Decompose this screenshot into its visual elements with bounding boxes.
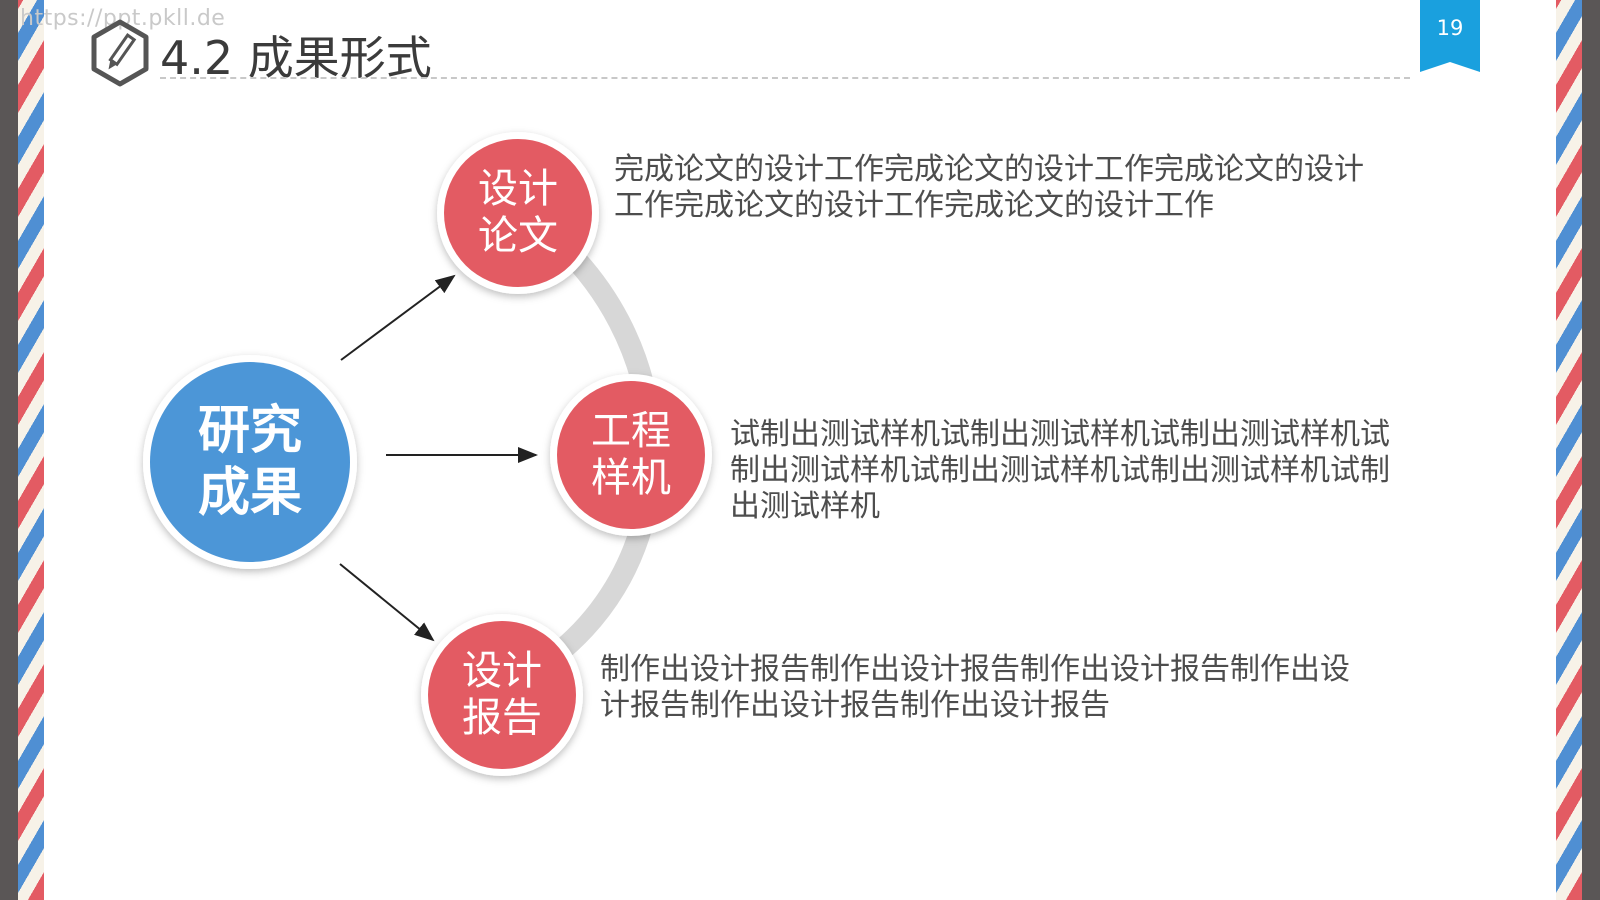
node-3-line1: 设计 xyxy=(462,648,542,694)
title-divider xyxy=(160,77,1410,79)
results-diagram xyxy=(143,132,712,776)
node-label-3: 设计 报告 xyxy=(442,648,562,742)
center-label-line1: 研究 xyxy=(197,401,302,461)
node-1-line1: 设计 xyxy=(478,166,558,212)
airmail-border-left xyxy=(18,0,44,900)
page-badge xyxy=(1420,0,1480,72)
page-number: 19 xyxy=(1436,16,1464,40)
node-2-description: 试制出测试样机试制出测试样机试制出测试样机试制出测试样机试制出测试样机试制出测试… xyxy=(730,417,1390,524)
center-label: 研究 成果 xyxy=(170,400,330,524)
slide-title: 4.2 成果形式 xyxy=(160,31,432,85)
arrow-to-node-1 xyxy=(340,274,456,361)
pencil-hexagon-icon xyxy=(91,19,149,87)
node-2-line2: 样机 xyxy=(591,455,671,501)
slide: https://ppt.pkll.de 4.2 成果形式 19 xyxy=(18,0,1582,900)
node-2-line1: 工程 xyxy=(591,408,671,454)
node-1-line2: 论文 xyxy=(478,213,558,259)
node-3-line2: 报告 xyxy=(462,695,542,741)
node-label-2: 工程 样机 xyxy=(571,408,691,502)
node-label-1: 设计 论文 xyxy=(458,166,578,260)
arrow-to-node-3 xyxy=(339,563,435,642)
node-3-description: 制作出设计报告制作出设计报告制作出设计报告制作出设计报告制作出设计报告制作出设计… xyxy=(600,652,1350,723)
node-1-description: 完成论文的设计工作完成论文的设计工作完成论文的设计工作完成论文的设计工作完成论文… xyxy=(614,152,1364,223)
watermark-url: https://ppt.pkll.de xyxy=(20,6,226,31)
center-label-line2: 成果 xyxy=(197,463,302,523)
airmail-border-right xyxy=(1556,0,1582,900)
